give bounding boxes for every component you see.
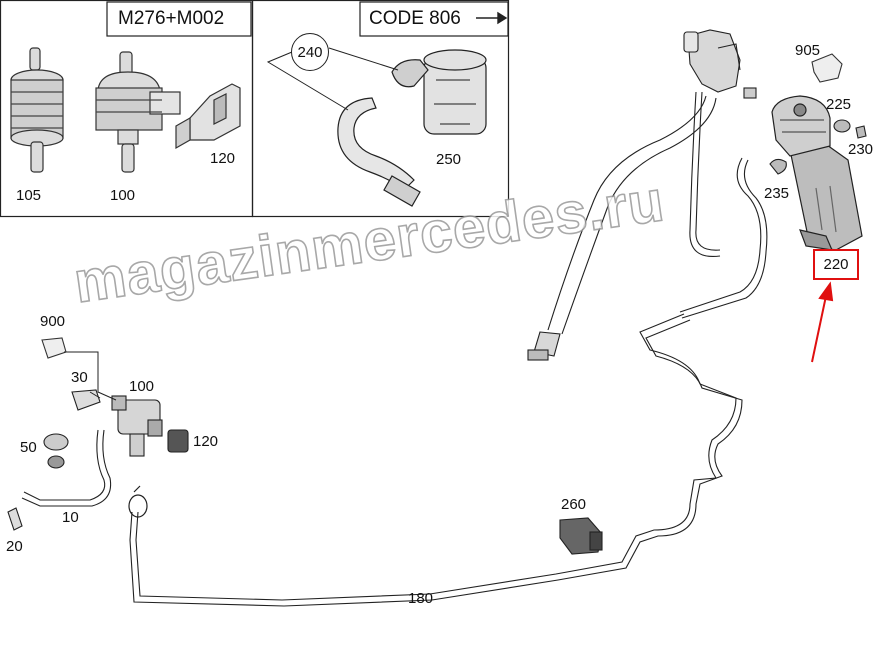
callout-120-top: 120 bbox=[210, 150, 236, 167]
callout-225: 225 bbox=[826, 96, 852, 113]
callout-220-highlight: 220 bbox=[813, 249, 859, 280]
part-900-clip bbox=[41, 337, 67, 359]
leader-lines-240 bbox=[266, 47, 399, 111]
callout-180: 180 bbox=[408, 590, 434, 607]
callout-120-left: 120 bbox=[193, 433, 219, 450]
part-quick-connector bbox=[527, 331, 561, 361]
callout-230: 230 bbox=[848, 141, 874, 158]
callout-30: 30 bbox=[71, 369, 88, 386]
inset-title-code: CODE 806 bbox=[369, 8, 461, 29]
part-260-clip bbox=[559, 517, 603, 555]
part-30-hose bbox=[71, 389, 101, 411]
part-purge-valve-right bbox=[683, 29, 757, 99]
part-100-valve-left bbox=[111, 395, 163, 457]
part-20-elbow bbox=[7, 507, 23, 531]
highlight-arrow bbox=[811, 281, 834, 363]
inset-title-frame-code bbox=[359, 1, 509, 37]
part-905-clip bbox=[811, 53, 843, 83]
part-240-hose bbox=[337, 97, 421, 207]
callout-905: 905 bbox=[795, 42, 821, 59]
part-ring-connector bbox=[128, 485, 148, 518]
part-120-bracket-top bbox=[175, 83, 241, 150]
part-120-bracket-left bbox=[167, 429, 189, 453]
inset-frames bbox=[0, 0, 510, 218]
part-50-clamp bbox=[43, 433, 69, 469]
part-100-valve-top bbox=[95, 51, 181, 173]
leader-lines-left bbox=[64, 351, 117, 401]
part-250-housing bbox=[391, 49, 487, 135]
callout-240: 240 bbox=[291, 33, 329, 71]
pipe-lines bbox=[21, 91, 768, 607]
callout-100-top: 100 bbox=[110, 187, 136, 204]
callout-250: 250 bbox=[436, 151, 462, 168]
callout-100-left: 100 bbox=[129, 378, 155, 395]
callout-900: 900 bbox=[40, 313, 66, 330]
part-105-filter bbox=[10, 47, 64, 173]
parts-225-230-235 bbox=[769, 119, 867, 175]
inset-title-frame-engine bbox=[106, 1, 252, 37]
callout-105: 105 bbox=[16, 187, 42, 204]
code-arrow bbox=[476, 11, 508, 25]
part-220-canister bbox=[771, 95, 863, 251]
callout-260: 260 bbox=[561, 496, 587, 513]
inset-title-engine: M276+M002 bbox=[118, 8, 225, 29]
callout-50: 50 bbox=[20, 439, 37, 456]
callout-20: 20 bbox=[6, 538, 23, 555]
callout-10: 10 bbox=[62, 509, 79, 526]
callout-235: 235 bbox=[764, 185, 790, 202]
inset-frame-code bbox=[251, 0, 510, 218]
